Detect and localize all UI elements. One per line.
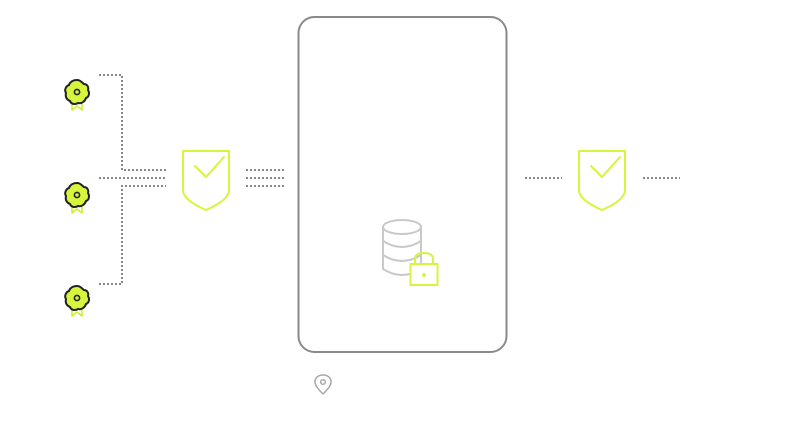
connector-cert-1 xyxy=(99,74,166,171)
certificate-badge-icon xyxy=(64,78,91,111)
certificate-badge-icon xyxy=(64,181,91,214)
shield-check-icon xyxy=(578,150,626,211)
location-pin-icon xyxy=(314,374,332,395)
database-icon xyxy=(382,219,422,276)
padlock-icon xyxy=(409,251,439,286)
certificate-badge-icon xyxy=(64,284,91,317)
connectors xyxy=(99,74,680,285)
storage-container xyxy=(297,16,508,353)
shield-check-icon xyxy=(182,150,230,211)
connector-cert-3 xyxy=(99,185,166,285)
